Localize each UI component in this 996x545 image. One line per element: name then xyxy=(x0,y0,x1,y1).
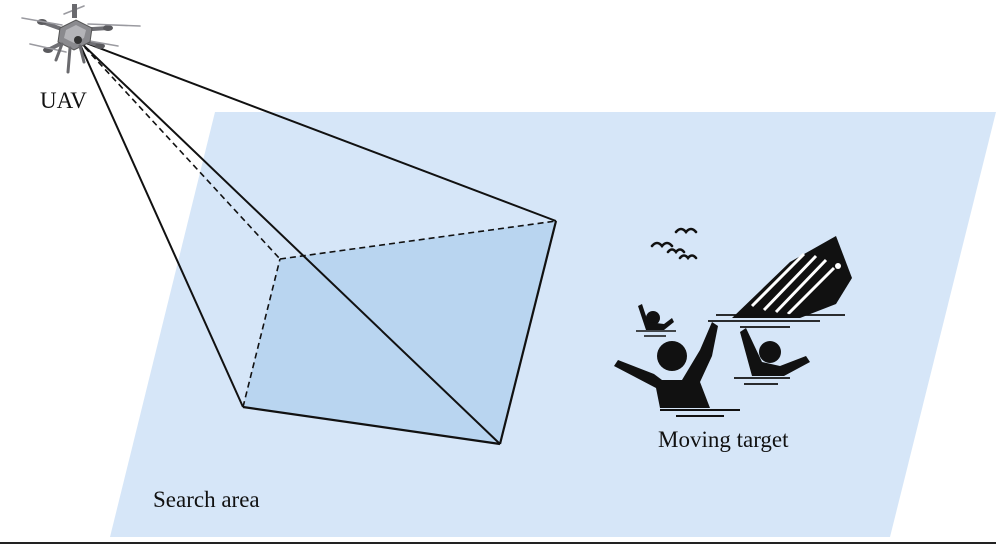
drone-icon xyxy=(21,4,141,74)
waving-person-large-icon xyxy=(614,322,740,417)
uav-label: UAV xyxy=(40,88,87,113)
sinking-ship-icon xyxy=(708,236,852,328)
footprint-edges xyxy=(242,220,558,446)
moving-target-label: Moving target xyxy=(658,427,789,452)
seagulls-icon xyxy=(650,227,698,261)
fov-rays xyxy=(77,39,557,445)
footprint-hidden-edges xyxy=(242,220,557,408)
search-area-label: Search area xyxy=(153,487,260,512)
waving-person-icon xyxy=(734,328,810,385)
swimmer-icon xyxy=(636,304,676,337)
camera-footprint xyxy=(243,221,556,444)
bottom-divider xyxy=(0,542,996,544)
search-area-region xyxy=(110,112,996,537)
